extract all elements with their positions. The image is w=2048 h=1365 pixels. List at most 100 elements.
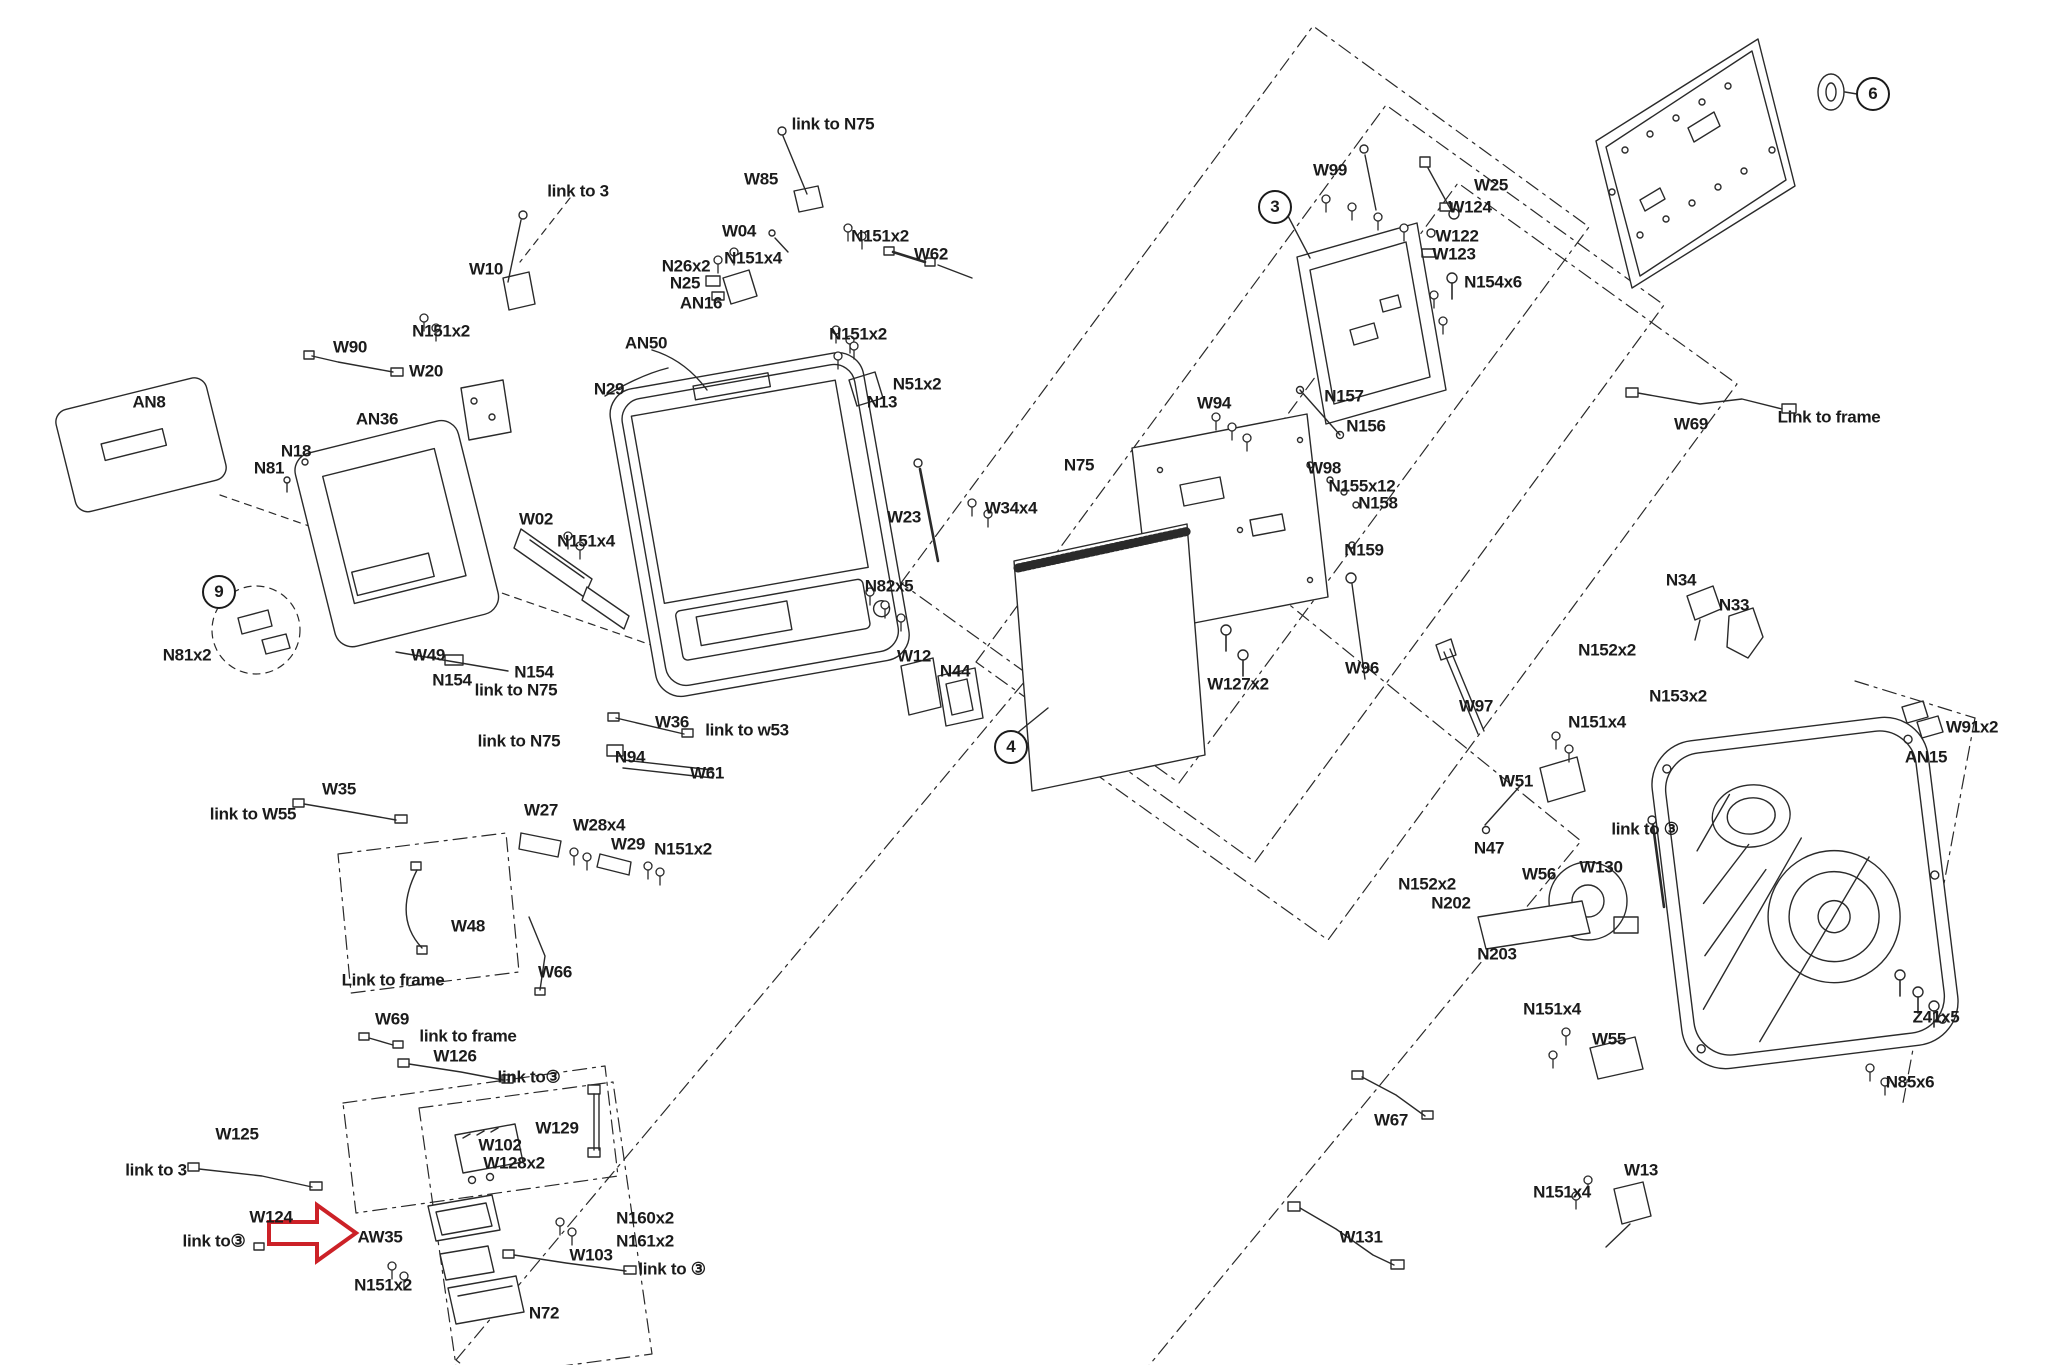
part-label: W122: [1435, 226, 1479, 246]
part-label: W126: [433, 1046, 477, 1066]
top-parts: [460, 126, 1460, 441]
part-label: W27: [523, 800, 559, 820]
bracket-w12-n44: [900, 657, 984, 727]
part-label: AW35: [357, 1227, 403, 1247]
part-label: W48: [450, 916, 486, 936]
center-screws: [419, 223, 993, 632]
part-label: N160x2: [616, 1208, 674, 1228]
part-label: AN15: [1904, 747, 1948, 767]
part-label: W13: [1623, 1160, 1659, 1180]
part-label: W02: [518, 509, 554, 529]
part-label: link to frame: [419, 1026, 517, 1046]
part-label: W96: [1344, 658, 1380, 678]
hinge-group-9: [211, 458, 309, 675]
part-label: N33: [1718, 595, 1750, 615]
bottom-left-stack: [253, 1084, 601, 1325]
frame-3: [1287, 194, 1448, 425]
part-label: W49: [410, 645, 446, 665]
part-label: N158: [1358, 493, 1398, 513]
cables: [187, 350, 1797, 1275]
part-label: N25: [669, 273, 701, 293]
part-label: W56: [1521, 864, 1557, 884]
part-label: W61: [689, 763, 725, 783]
part-label: W124: [1448, 197, 1492, 217]
hinges-n34-n33: [1686, 585, 1944, 739]
part-label: W10: [468, 259, 504, 279]
part-label: AN36: [355, 409, 399, 429]
part-label: W04: [721, 221, 757, 241]
front-bezel: [609, 352, 910, 698]
rear-housing-an15: [1651, 716, 1959, 1070]
part-label: N155x12: [1328, 476, 1396, 496]
part-label: link to N75: [477, 731, 561, 751]
part-label: N153x2: [1649, 686, 1707, 706]
part-label: N202: [1431, 893, 1471, 913]
part-label: W125: [215, 1124, 259, 1144]
part-label: W90: [332, 337, 368, 357]
part-label: N152x2: [1578, 640, 1636, 660]
part-label: link to w53: [705, 720, 789, 740]
part-label: W69: [1673, 414, 1709, 434]
part-label: Z41x5: [1912, 1007, 1960, 1027]
ref-circle: 3: [1258, 190, 1292, 224]
part-label: N151x4: [557, 531, 615, 551]
part-label: W130: [1579, 857, 1623, 877]
part-label: W123: [1432, 244, 1476, 264]
rollers-w02: [513, 528, 630, 630]
plate-an8: [55, 377, 227, 513]
part-label: N154: [432, 670, 472, 690]
part-label: Link to frame: [341, 970, 445, 990]
part-label: link to N75: [474, 680, 558, 700]
part-label: link to W55: [209, 804, 297, 824]
part-label: N159: [1344, 540, 1384, 560]
part-label: N44: [939, 661, 971, 681]
part-label: N156: [1346, 416, 1386, 436]
part-label: N151x4: [1533, 1182, 1591, 1202]
part-label: N13: [866, 392, 898, 412]
part-label: W85: [743, 169, 779, 189]
frame-an36: [294, 419, 500, 648]
ref-circle: 4: [994, 730, 1028, 764]
part-label: W20: [408, 361, 444, 381]
part-label: N72: [528, 1303, 560, 1323]
part-label: N151x2: [654, 839, 712, 859]
part-label: W23: [886, 507, 922, 527]
part-label: W103: [569, 1245, 613, 1265]
motor-w56: [1477, 861, 1639, 950]
part-label: link to ③: [1611, 819, 1679, 839]
ref-circle: 9: [202, 575, 236, 609]
part-label: W128x2: [483, 1153, 545, 1173]
part-label: W69: [374, 1009, 410, 1029]
part-label: W25: [1473, 175, 1509, 195]
part-label: N81: [253, 458, 285, 478]
part-label: W97: [1458, 696, 1494, 716]
lcd-panel: [1013, 523, 1206, 792]
part-label: N151x2: [829, 324, 887, 344]
part-label: W67: [1373, 1110, 1409, 1130]
part-label: W98: [1306, 458, 1342, 478]
rods-right: [1345, 572, 1666, 1248]
part-label: W131: [1339, 1227, 1383, 1247]
part-label: W36: [654, 712, 690, 732]
part-label: AN8: [132, 392, 166, 412]
part-label: N152x2: [1398, 874, 1456, 894]
part-label: N151x2: [354, 1275, 412, 1295]
cylinders-w27-w29: [518, 832, 665, 886]
part-label: W129: [535, 1118, 579, 1138]
part-label: W34x4: [984, 498, 1038, 518]
part-label: AN16: [679, 293, 723, 313]
part-label: W124: [249, 1207, 293, 1227]
part-label: W62: [913, 244, 949, 264]
part-label: link to 3: [547, 181, 609, 201]
ref-circle: 6: [1856, 77, 1890, 111]
part-label: N94: [614, 747, 646, 767]
part-label: N81x2: [162, 645, 212, 665]
part-label: AN50: [624, 333, 668, 353]
part-label: N151x2: [412, 321, 470, 341]
part-label: N82x5: [864, 576, 914, 596]
part-label: N26x2: [661, 256, 711, 276]
part-label: W102: [478, 1135, 522, 1155]
part-label: W94: [1196, 393, 1232, 413]
